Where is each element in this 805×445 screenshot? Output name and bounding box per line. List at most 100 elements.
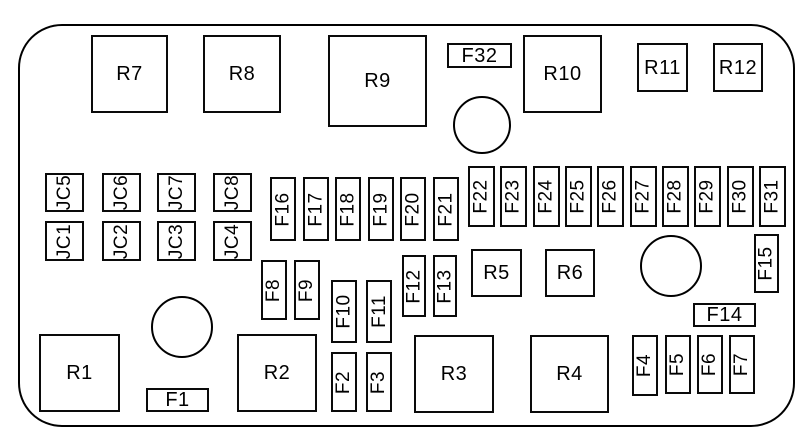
fuse-f31-box: F31 (759, 166, 786, 227)
relay-r1-label: R1 (66, 362, 93, 384)
fuse-f31-label: F31 (762, 179, 783, 214)
fuse-f27-box: F27 (630, 166, 657, 227)
fuse-f13-box: F13 (433, 255, 457, 317)
junction-jc8-box: JC8 (213, 173, 252, 212)
fuse-f8-box: F8 (261, 260, 287, 320)
relay-r5-label: R5 (483, 262, 510, 284)
relay-r4-box: R4 (530, 335, 609, 413)
fuse-f2-label: F2 (333, 370, 355, 394)
fuse-f17-label: F17 (305, 191, 327, 227)
fuse-f12-box: F12 (402, 255, 426, 317)
fuse-f11-label: F11 (368, 295, 390, 328)
fuse-f32-label: F32 (461, 44, 498, 67)
junction-jc8-label: JC8 (222, 174, 244, 211)
junction-jc6-box: JC6 (102, 173, 141, 212)
relay-r11-box: R11 (637, 43, 688, 92)
fuse-f26-label: F26 (600, 179, 621, 214)
fuse-f15-box: F15 (754, 234, 779, 293)
relay-r10-label: R10 (543, 63, 582, 85)
relay-r7-label: R7 (116, 63, 143, 85)
fuse-f23-label: F23 (503, 179, 524, 214)
fuse-f24-label: F24 (536, 179, 557, 214)
relay-r2-box: R2 (237, 334, 317, 412)
junction-jc1-label: JC1 (54, 223, 76, 259)
fuse-f13-label: F13 (434, 268, 456, 304)
fuse-f27-label: F27 (633, 179, 654, 214)
fuse-f6-box: F6 (697, 335, 723, 394)
fuse-f25-box: F25 (565, 166, 592, 227)
junction-jc7-box: JC7 (157, 173, 196, 212)
fuse-f18-box: F18 (335, 177, 361, 241)
fuse-f6-label: F6 (699, 352, 721, 377)
fuse-f18-label: F18 (337, 191, 359, 227)
fuse-f26-box: F26 (597, 166, 624, 227)
relay-r12-label: R12 (718, 56, 758, 79)
fuse-f3-label: F3 (368, 370, 390, 394)
fuse-f22-label: F22 (471, 179, 492, 214)
relay-r3-label: R3 (440, 363, 468, 385)
fuse-f20-label: F20 (402, 191, 424, 227)
relay-r8-box: R8 (203, 35, 281, 113)
relay-r6-label: R6 (556, 262, 584, 284)
fuse-f24-box: F24 (533, 166, 560, 227)
junction-jc3-box: JC3 (157, 221, 196, 261)
relay-r4-label: R4 (556, 363, 583, 385)
fuse-f7-box: F7 (729, 335, 755, 394)
relay-r9-box: R9 (328, 35, 427, 127)
fuse-f2-box: F2 (331, 352, 357, 412)
fuse-f21-label: F21 (435, 191, 457, 227)
relay-r7-box: R7 (91, 35, 168, 113)
fuse-f5-label: F5 (667, 352, 689, 377)
fuse-f4-label: F4 (634, 353, 656, 378)
relay-r9-label: R9 (364, 70, 391, 92)
junction-jc5-label: JC5 (54, 174, 76, 211)
fuse-f23-box: F23 (500, 166, 527, 227)
fuse-f9-label: F9 (296, 278, 318, 302)
relay-r3-box: R3 (414, 335, 494, 413)
fuse-f30-label: F30 (730, 179, 751, 214)
fuse-f19-box: F19 (368, 177, 394, 241)
fuse-f10-label: F10 (333, 294, 355, 329)
junction-jc4-box: JC4 (213, 221, 252, 261)
fuse-f20-box: F20 (400, 177, 426, 241)
fuse-f17-box: F17 (303, 177, 329, 241)
mounting-hole-top (453, 96, 511, 154)
mounting-hole-bottom-left (151, 296, 213, 358)
relay-r12-box: R12 (713, 43, 763, 92)
relay-r6-box: R6 (545, 249, 595, 297)
fuse-f14-label: F14 (706, 304, 743, 326)
junction-jc1-box: JC1 (45, 221, 84, 261)
fuse-f1-label: F1 (165, 389, 190, 411)
fuse-f15-label: F15 (756, 246, 777, 281)
junction-jc2-box: JC2 (102, 221, 141, 261)
relay-r10-box: R10 (523, 35, 602, 113)
fuse-f9-box: F9 (294, 260, 320, 320)
fuse-f14-box: F14 (693, 303, 756, 327)
fuse-f28-label: F28 (665, 179, 686, 214)
fuse-f16-label: F16 (272, 191, 294, 227)
fuse-f21-box: F21 (433, 177, 459, 241)
junction-jc3-label: JC3 (166, 223, 188, 259)
fuse-f3-box: F3 (366, 352, 392, 412)
relay-r2-label: R2 (263, 362, 291, 384)
junction-jc6-label: JC6 (111, 174, 133, 211)
fuse-f19-label: F19 (370, 191, 392, 227)
fuse-f32-box: F32 (447, 43, 512, 68)
fuse-f8-label: F8 (263, 278, 285, 302)
fuse-f12-label: F12 (403, 268, 425, 304)
mounting-hole-right (640, 235, 702, 297)
fuse-f25-label: F25 (568, 179, 589, 214)
junction-jc7-label: JC7 (166, 174, 188, 211)
junction-jc5-box: JC5 (45, 173, 84, 212)
fuse-f10-box: F10 (331, 280, 357, 343)
fuse-f29-label: F29 (697, 179, 718, 214)
relay-r8-label: R8 (228, 63, 256, 85)
fuse-f4-box: F4 (632, 335, 658, 396)
fuse-f5-box: F5 (665, 335, 691, 394)
fuse-f28-box: F28 (662, 166, 689, 227)
relay-r1-box: R1 (39, 334, 120, 412)
relay-r5-box: R5 (471, 249, 522, 297)
fuse-f1-box: F1 (146, 388, 209, 412)
fuse-f29-box: F29 (694, 166, 721, 227)
